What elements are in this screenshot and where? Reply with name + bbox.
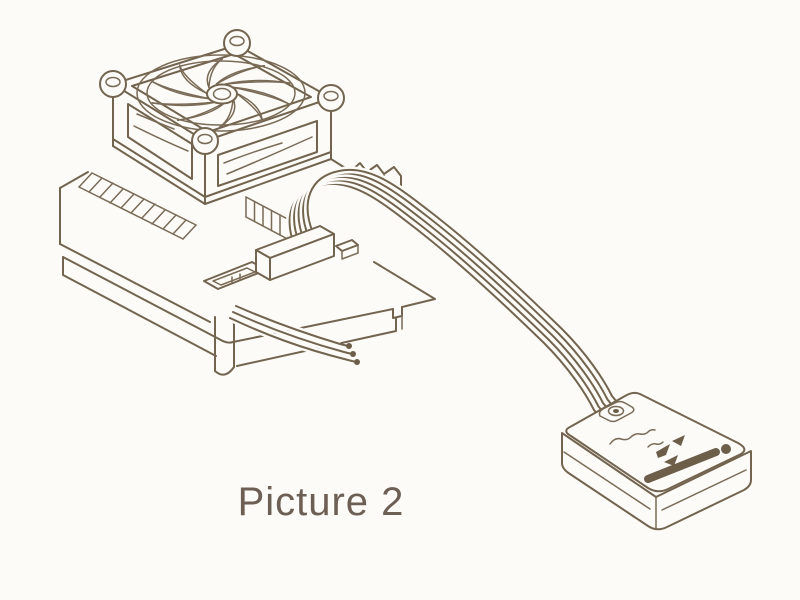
- fan-blades: [151, 58, 291, 128]
- card-led-bar: [644, 444, 731, 483]
- ribbon-cable: [286, 166, 624, 424]
- base-plate: [62, 256, 436, 376]
- fan-shroud: [112, 96, 332, 205]
- heatsink-fins-left: [78, 172, 197, 240]
- cooling-fan: [99, 29, 345, 155]
- card-button: [598, 400, 635, 423]
- connector-latch: [335, 239, 359, 260]
- front-connector: [255, 225, 359, 281]
- program-card: [561, 391, 752, 531]
- card-print-text: [609, 429, 664, 448]
- card-arrows: [656, 435, 685, 466]
- sensor-wire: [228, 302, 360, 365]
- figure-caption: Picture 2: [237, 480, 405, 524]
- fan-hub: [206, 83, 238, 105]
- fan-corner-screws: [99, 29, 345, 155]
